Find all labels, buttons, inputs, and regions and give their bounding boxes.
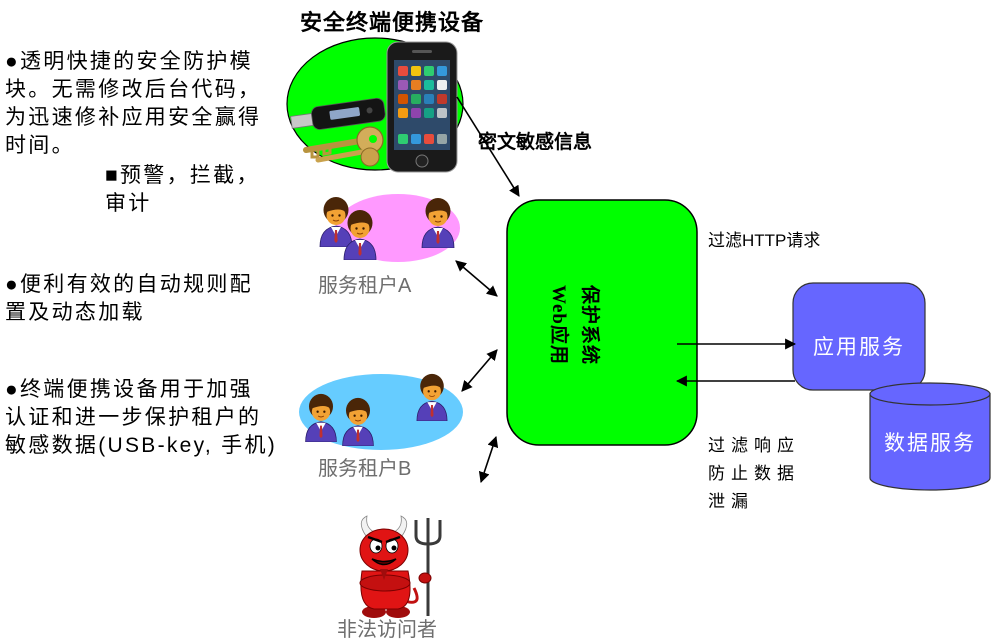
note-devices: ●终端便携设备用于加强 认证和进一步保护租户的 敏感数据(USB-key, 手机… [5, 376, 277, 460]
note-line: 认证和进一步保护租户的 [5, 406, 262, 429]
phone-app-grid [398, 66, 447, 144]
keys-icon [303, 126, 384, 167]
devil-horn [393, 515, 408, 537]
note-line: 时间。 [5, 134, 75, 157]
cylinder-body [869, 393, 991, 491]
devil-icon [359, 515, 442, 618]
devil-horn [360, 515, 375, 537]
app-service-label: 应用服务 [813, 336, 905, 359]
devil-brows [367, 535, 401, 544]
smartphone-icon [386, 41, 458, 173]
note-line: ●便利有效的自动规则配 [5, 273, 253, 296]
cylinder-top [869, 382, 991, 406]
devil-pupil [375, 545, 381, 551]
tenant-b-label: 服务租户B [318, 458, 412, 480]
response-line: 泄漏 [708, 492, 754, 511]
app-icon [437, 108, 447, 118]
note-line: ●终端便携设备用于加强 [5, 378, 253, 401]
note-line: 为迅速修补应用安全赢得 [5, 106, 262, 129]
app-icon [424, 134, 434, 144]
waf-label-line1: Web应用 [548, 285, 569, 365]
note-fast-protection: ●透明快捷的安全防护模 块。无需修改后台代码， 为迅速修补应用安全赢得 时间。 [5, 48, 261, 160]
app-icon [424, 66, 434, 76]
app-icon [398, 134, 408, 144]
app-icon [398, 108, 408, 118]
app-icon [437, 94, 447, 104]
note-rules: ●便利有效的自动规则配 置及动态加载 [5, 271, 253, 327]
pitchfork-prongs [414, 518, 442, 546]
filter-response-label: 过滤响应 防止数据 泄漏 [708, 432, 800, 516]
app-icon [437, 80, 447, 90]
waf-box [506, 199, 698, 446]
attacker-arrow [478, 435, 499, 484]
app-icon [424, 94, 434, 104]
app-icon [411, 134, 421, 144]
note-line: ●透明快捷的安全防护模 [5, 50, 253, 73]
devil-pupil [391, 545, 397, 551]
app-icon [437, 66, 447, 76]
phone-speaker [412, 50, 432, 53]
app-icon [411, 108, 421, 118]
devil-mouth [371, 558, 397, 566]
usb-display [329, 107, 360, 120]
response-line: 过滤响应 [708, 436, 800, 455]
filter-request-label: 过滤HTTP请求 [708, 231, 821, 250]
device-title: 安全终端便携设备 [300, 10, 485, 35]
note-line: 敏感数据(USB-key, 手机) [5, 434, 278, 457]
devil-hand [418, 572, 432, 584]
app-icon [398, 94, 408, 104]
data-service-cylinder [869, 382, 991, 491]
app-icon [411, 80, 421, 90]
tenant-b-arrow [461, 349, 498, 392]
devil-arms [359, 574, 411, 592]
app-service-box [792, 282, 926, 391]
app-icon [424, 80, 434, 90]
usb-button [366, 107, 373, 114]
app-icon [411, 66, 421, 76]
tenant-a-arrow [455, 260, 498, 297]
note-features: ■预警，拦截， 审计 [105, 162, 260, 218]
tenant-b-zone-ellipse [299, 374, 463, 450]
note-line: 块。无需修改后台代码， [5, 78, 262, 101]
app-icon [398, 80, 408, 90]
attacker-label: 非法访问者 [337, 619, 437, 641]
encrypted-info-arrow [456, 96, 520, 197]
data-service-label: 数据服务 [884, 432, 976, 455]
tenant-a-label: 服务租户A [318, 275, 412, 297]
app-icon [437, 134, 447, 144]
encrypted-info-label: 密文敏感信息 [478, 132, 593, 153]
waf-label-line2: 保护系统 [579, 285, 600, 366]
phone-home-button [415, 154, 429, 168]
app-icon [411, 94, 421, 104]
note-line: 审计 [105, 192, 152, 215]
devil-goatee [380, 569, 388, 580]
app-icon [398, 66, 408, 76]
app-icon [424, 108, 434, 118]
usb-key-icon [290, 97, 386, 130]
response-line: 防止数据 [708, 464, 800, 483]
note-line: 置及动态加载 [5, 301, 145, 324]
note-line: ■预警，拦截， [105, 164, 260, 187]
